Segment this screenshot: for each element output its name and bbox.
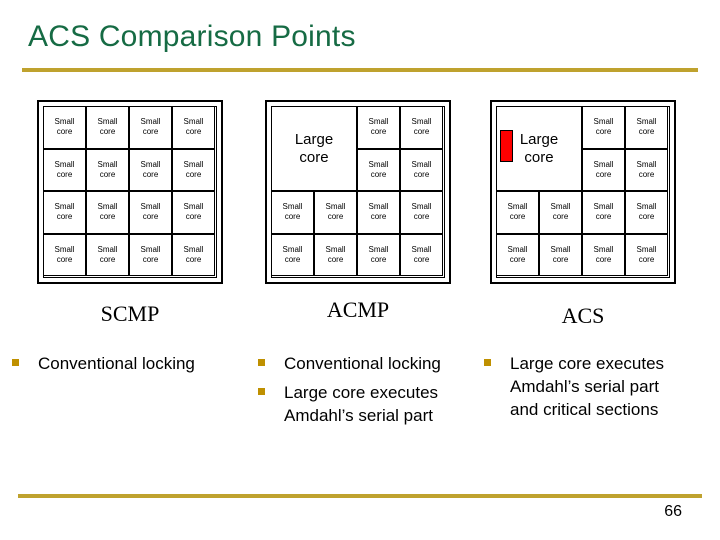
small-core: Small core <box>400 106 443 149</box>
small-core: Small core <box>172 106 215 149</box>
small-core: Small core <box>357 233 400 276</box>
large-core: Large core <box>271 106 357 191</box>
small-core: Small core <box>625 106 668 149</box>
small-core: Small core <box>129 148 172 191</box>
small-core: Small core <box>357 106 400 149</box>
small-core: Small core <box>400 191 443 234</box>
small-core: Small core <box>625 233 668 276</box>
bullet-square-icon <box>12 359 19 366</box>
small-core: Small core <box>357 148 400 191</box>
small-core: Small core <box>43 191 86 234</box>
list-item-text: Large core executes Amdahl’s serial part… <box>510 354 665 419</box>
bullet-list-acs: Large core executes Amdahl’s serial part… <box>484 352 714 427</box>
list-item-text: Large core executes Amdahl’s serial part <box>284 383 439 425</box>
list-item: Large core executes Amdahl’s serial part <box>258 381 486 427</box>
bullet-list-acmp: Conventional locking Large core executes… <box>258 352 486 433</box>
small-core: Small core <box>314 233 357 276</box>
page-title: ACS Comparison Points <box>28 20 356 53</box>
small-core: Small core <box>582 191 625 234</box>
small-core: Small core <box>43 148 86 191</box>
small-core: Small core <box>314 191 357 234</box>
small-core: Small core <box>582 106 625 149</box>
bullet-square-icon <box>258 388 265 395</box>
small-core: Small core <box>129 191 172 234</box>
small-core: Small core <box>271 233 314 276</box>
small-core: Small core <box>129 233 172 276</box>
caption-scmp: SCMP <box>100 301 160 326</box>
diagram-scmp: Small core Small core Small core Small c… <box>37 100 223 284</box>
small-core: Small core <box>271 191 314 234</box>
critical-section-unit-icon <box>500 130 513 162</box>
scmp-core-grid: Small core Small core Small core Small c… <box>43 106 217 278</box>
small-core: Small core <box>172 148 215 191</box>
page-number: 66 <box>664 503 682 520</box>
small-core: Small core <box>357 191 400 234</box>
small-core: Small core <box>129 106 172 149</box>
acs-core-grid: Large core Small core Small core Small c… <box>496 106 670 278</box>
small-core: Small core <box>582 233 625 276</box>
small-core: Small core <box>625 191 668 234</box>
small-core: Small core <box>496 233 539 276</box>
bullet-square-icon <box>258 359 265 366</box>
list-item: Large core executes Amdahl’s serial part… <box>484 352 714 421</box>
small-core: Small core <box>400 148 443 191</box>
small-core: Small core <box>86 148 129 191</box>
caption-acs: ACS <box>561 303 605 328</box>
small-core: Small core <box>172 233 215 276</box>
list-item: Conventional locking <box>12 352 252 375</box>
small-core: Small core <box>43 233 86 276</box>
list-item: Conventional locking <box>258 352 486 375</box>
small-core: Small core <box>43 106 86 149</box>
acmp-core-grid: Large core Small core Small core Small c… <box>271 106 445 278</box>
list-item-text: Conventional locking <box>284 354 441 373</box>
list-item-text: Conventional locking <box>38 354 195 373</box>
title-divider <box>22 68 698 72</box>
small-core: Small core <box>400 233 443 276</box>
small-core: Small core <box>539 191 582 234</box>
bullet-list-scmp: Conventional locking <box>12 352 252 381</box>
small-core: Small core <box>86 191 129 234</box>
small-core: Small core <box>496 191 539 234</box>
caption-acmp: ACMP <box>326 297 390 322</box>
small-core: Small core <box>86 233 129 276</box>
small-core: Small core <box>625 148 668 191</box>
small-core: Small core <box>86 106 129 149</box>
bullet-square-icon <box>484 359 491 366</box>
footer-divider <box>18 494 702 498</box>
small-core: Small core <box>582 148 625 191</box>
small-core: Small core <box>539 233 582 276</box>
diagram-acs: Large core Small core Small core Small c… <box>490 100 676 284</box>
small-core: Small core <box>172 191 215 234</box>
diagram-acmp: Large core Small core Small core Small c… <box>265 100 451 284</box>
